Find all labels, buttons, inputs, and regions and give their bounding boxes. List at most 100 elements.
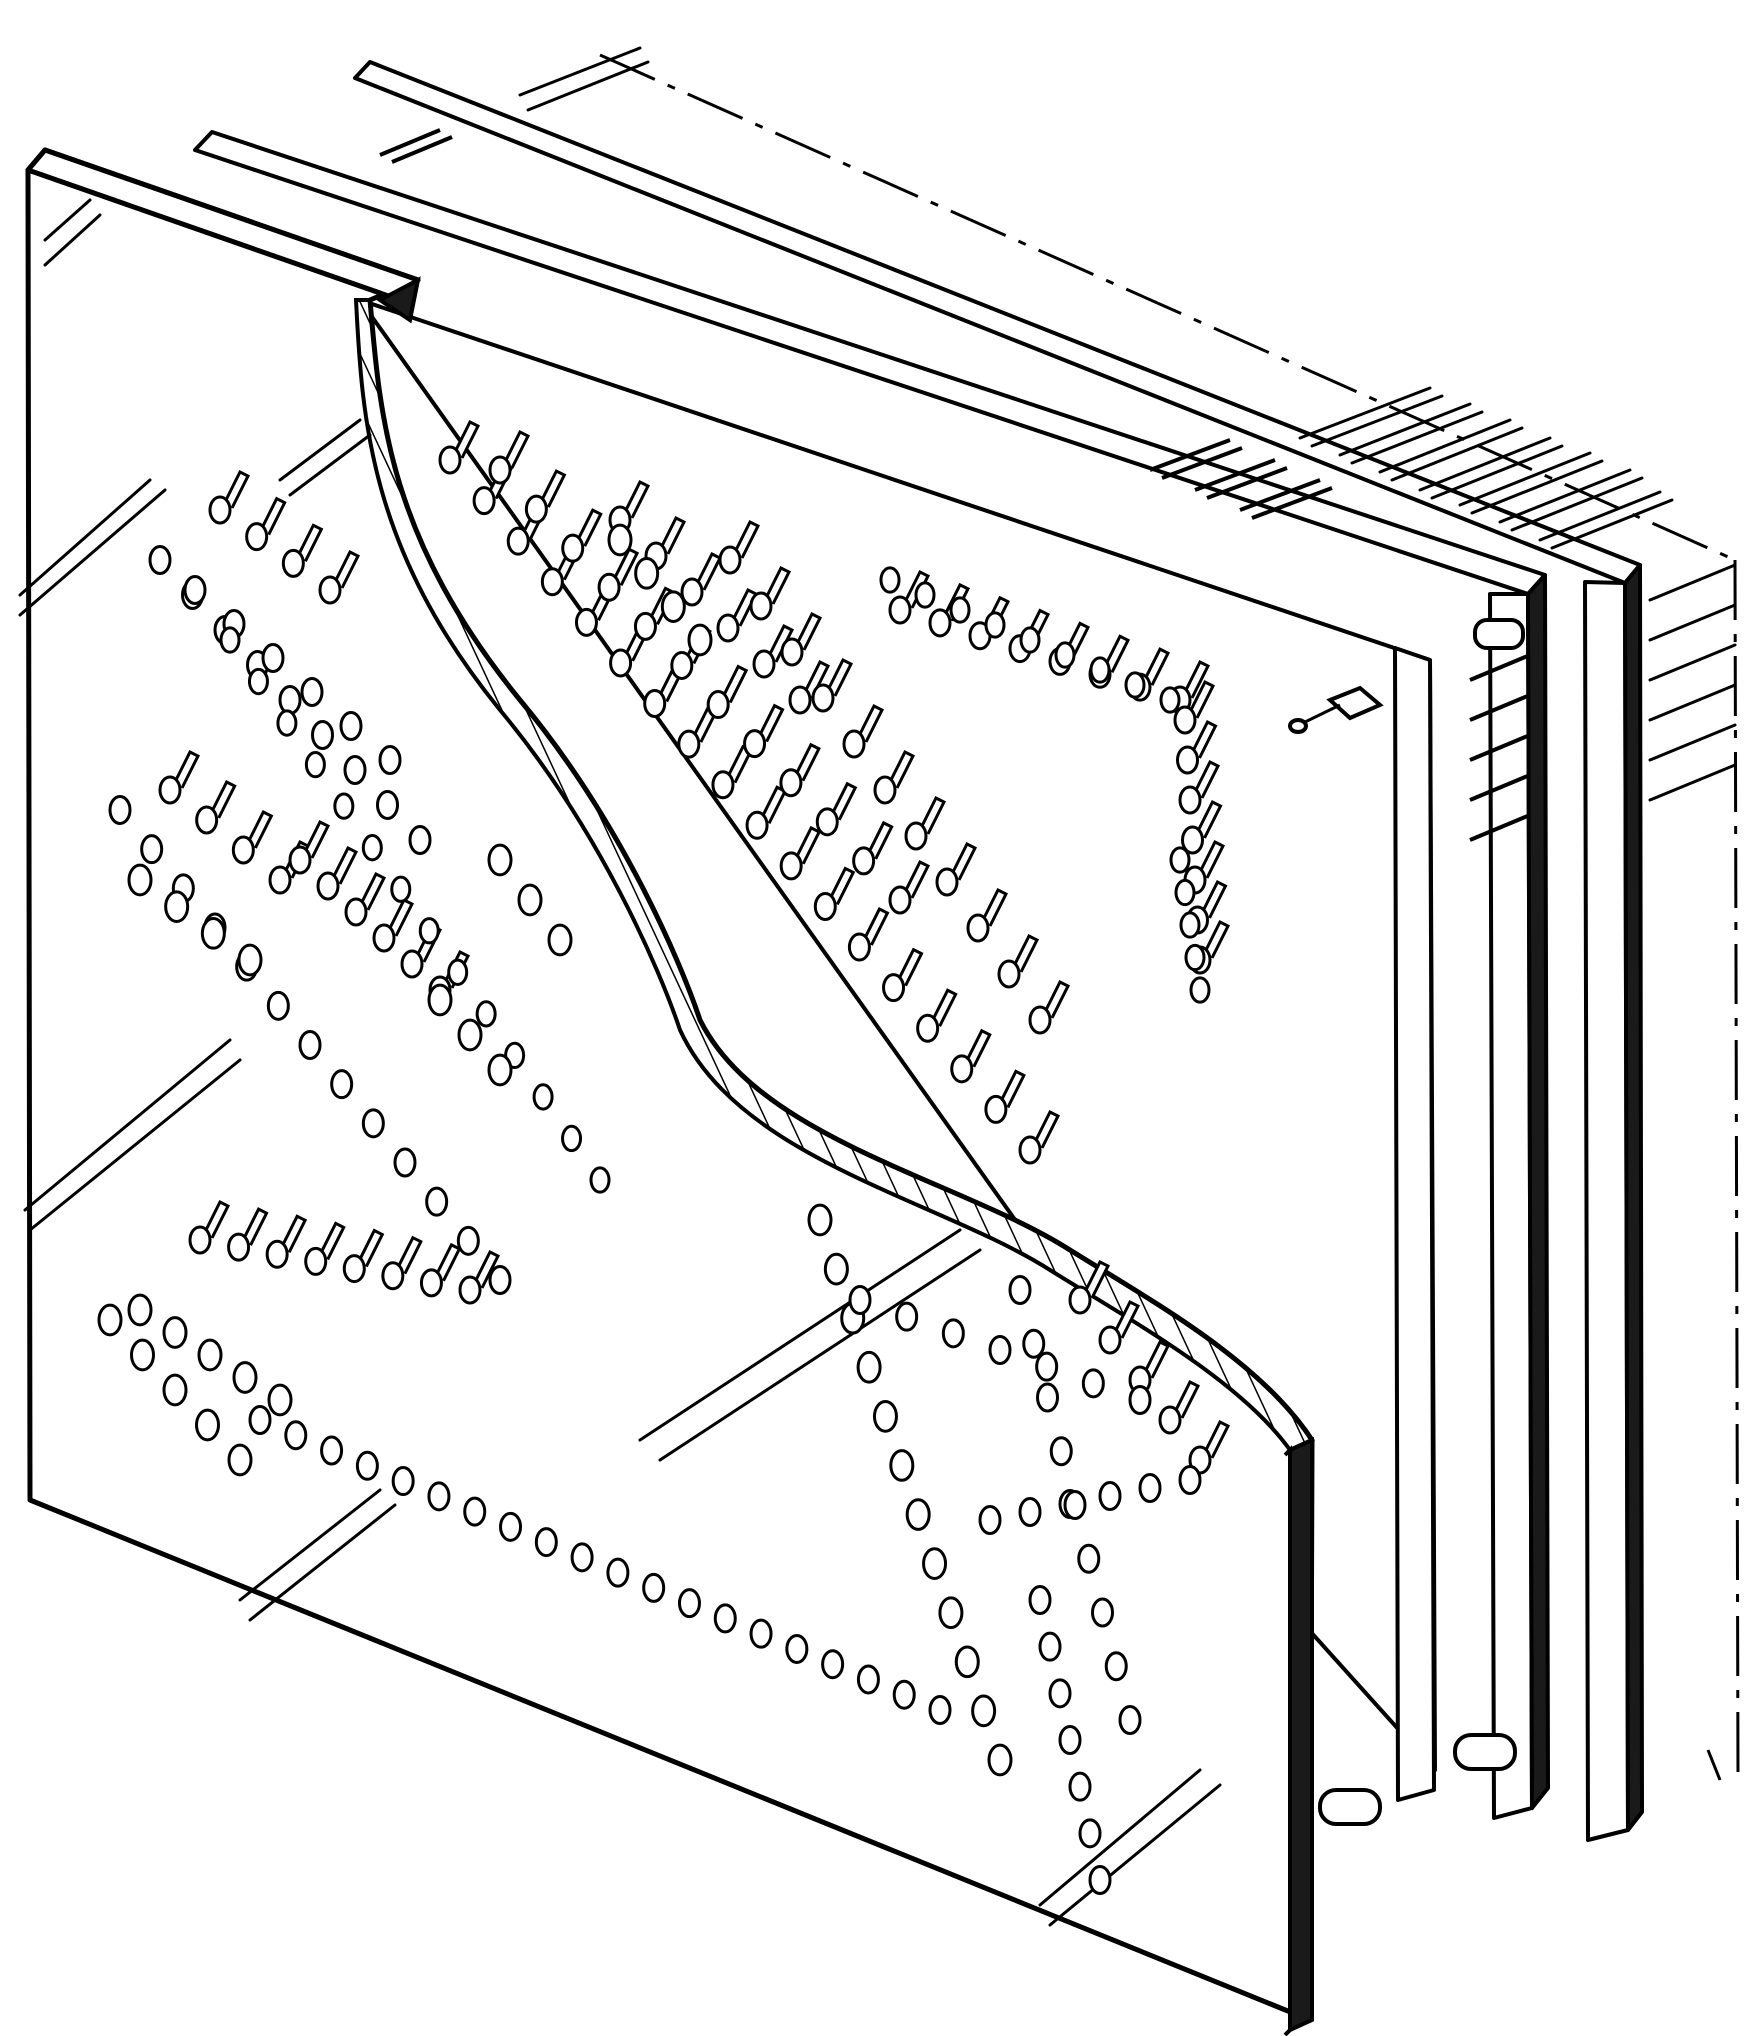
hole <box>330 1069 354 1100</box>
hole <box>978 1505 1002 1535</box>
hole <box>928 1695 952 1725</box>
pin <box>815 781 858 837</box>
hole <box>361 1108 385 1139</box>
hole <box>232 1361 258 1394</box>
hole <box>487 843 513 877</box>
hole <box>463 1496 487 1527</box>
hole <box>954 1645 980 1679</box>
pin <box>916 988 958 1043</box>
post-bottom-rear <box>1453 1733 1517 1771</box>
hole <box>266 990 290 1021</box>
hole <box>457 1018 483 1052</box>
hole <box>248 1405 272 1435</box>
hole <box>785 1633 809 1664</box>
hole <box>391 1466 415 1497</box>
hole <box>1063 1490 1087 1520</box>
pin <box>1176 719 1218 775</box>
pin <box>1068 1259 1111 1315</box>
hole <box>949 596 971 624</box>
pin <box>372 897 415 953</box>
pin <box>706 664 749 720</box>
hole <box>487 1053 513 1087</box>
hole <box>660 590 686 624</box>
hole <box>606 1557 630 1588</box>
pin <box>779 825 822 881</box>
pin <box>984 1069 1026 1124</box>
pin <box>188 1199 231 1255</box>
pin <box>438 419 481 475</box>
hole <box>1128 1385 1152 1415</box>
pin <box>847 907 890 962</box>
pin <box>318 549 361 605</box>
pin <box>811 657 854 713</box>
hole <box>311 720 334 750</box>
hole <box>1124 671 1146 699</box>
hole <box>1048 1678 1072 1709</box>
hole <box>418 917 440 945</box>
hole <box>1091 1597 1114 1628</box>
phantom-outlines <box>599 53 1740 1781</box>
hole <box>634 556 660 590</box>
hole <box>140 834 164 865</box>
glare-strokes <box>18 198 1222 1927</box>
post-top-rear <box>1473 618 1525 650</box>
hole <box>127 863 153 897</box>
hole <box>1179 911 1201 939</box>
rear-panel <box>353 60 1644 1842</box>
hole <box>892 1679 916 1710</box>
pin <box>873 749 916 805</box>
hole <box>1068 1771 1092 1802</box>
hole <box>879 566 901 594</box>
hole <box>895 1301 919 1332</box>
hole <box>1054 641 1076 669</box>
hole <box>343 755 367 785</box>
hole <box>561 1124 583 1153</box>
pin <box>381 1235 423 1291</box>
hole <box>984 611 1006 639</box>
hole <box>1118 1705 1142 1735</box>
hole <box>247 667 269 696</box>
hole <box>447 958 469 986</box>
pin <box>597 547 640 602</box>
hole <box>298 1030 322 1060</box>
post-top-right <box>1288 685 1384 734</box>
pin <box>245 496 287 552</box>
hole <box>848 1285 872 1315</box>
pin <box>488 429 531 485</box>
hole <box>872 1400 898 1433</box>
front-panel-edge <box>376 276 1314 2036</box>
pin <box>904 795 947 851</box>
hole <box>108 795 132 825</box>
pin <box>1018 1109 1061 1165</box>
pin <box>1158 1379 1201 1435</box>
hole <box>677 1588 701 1619</box>
hole <box>162 1373 188 1407</box>
hole <box>607 523 633 557</box>
hole <box>517 883 543 917</box>
hole <box>488 1265 512 1295</box>
hole <box>922 1547 948 1580</box>
hole <box>1028 1585 1052 1615</box>
hole <box>988 1335 1012 1365</box>
hole <box>941 1318 965 1349</box>
hole <box>642 1572 666 1603</box>
hole <box>267 1383 293 1417</box>
hole <box>97 1303 123 1337</box>
hole <box>427 983 453 1017</box>
pin <box>195 779 237 835</box>
hole <box>390 875 412 903</box>
hole <box>162 1316 188 1349</box>
pin <box>950 1028 992 1084</box>
hole <box>300 677 324 707</box>
hole <box>1022 1328 1046 1359</box>
hole <box>856 1664 880 1695</box>
hole <box>713 1603 737 1634</box>
hole <box>361 834 383 862</box>
hole <box>905 1498 931 1531</box>
hole <box>821 1649 845 1680</box>
hole <box>499 1511 523 1542</box>
pin <box>842 703 885 759</box>
pin <box>1173 679 1216 735</box>
